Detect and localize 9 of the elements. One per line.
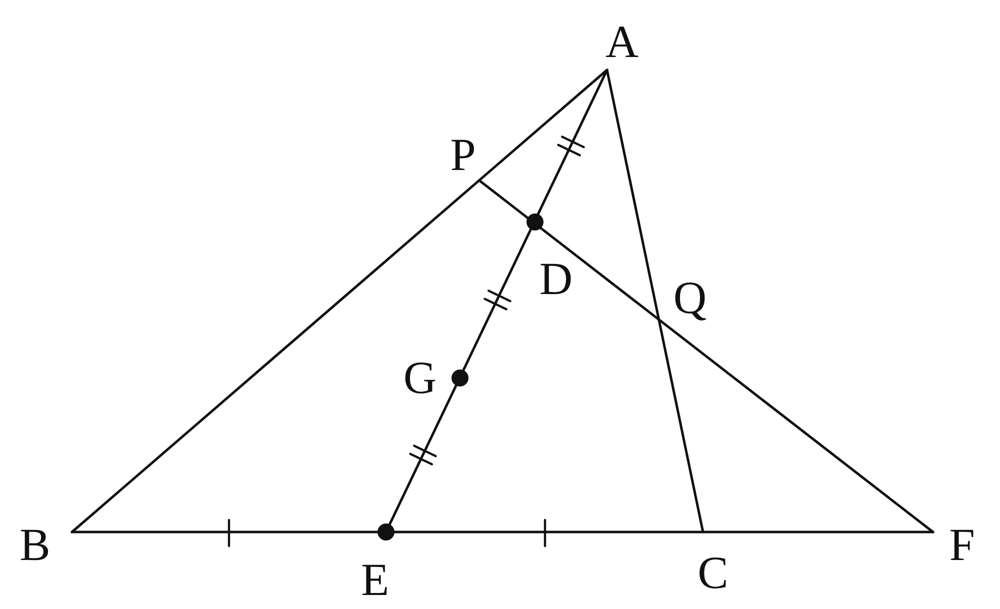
- point-label: C: [698, 550, 728, 596]
- point-label: F: [949, 522, 975, 568]
- point-label: B: [20, 522, 50, 568]
- point-label: E: [360, 557, 390, 603]
- point-label: Q: [673, 275, 707, 321]
- point-label: D: [539, 256, 573, 302]
- point-label: A: [605, 19, 639, 65]
- point-label: P: [450, 132, 476, 178]
- point-label: G: [403, 355, 437, 401]
